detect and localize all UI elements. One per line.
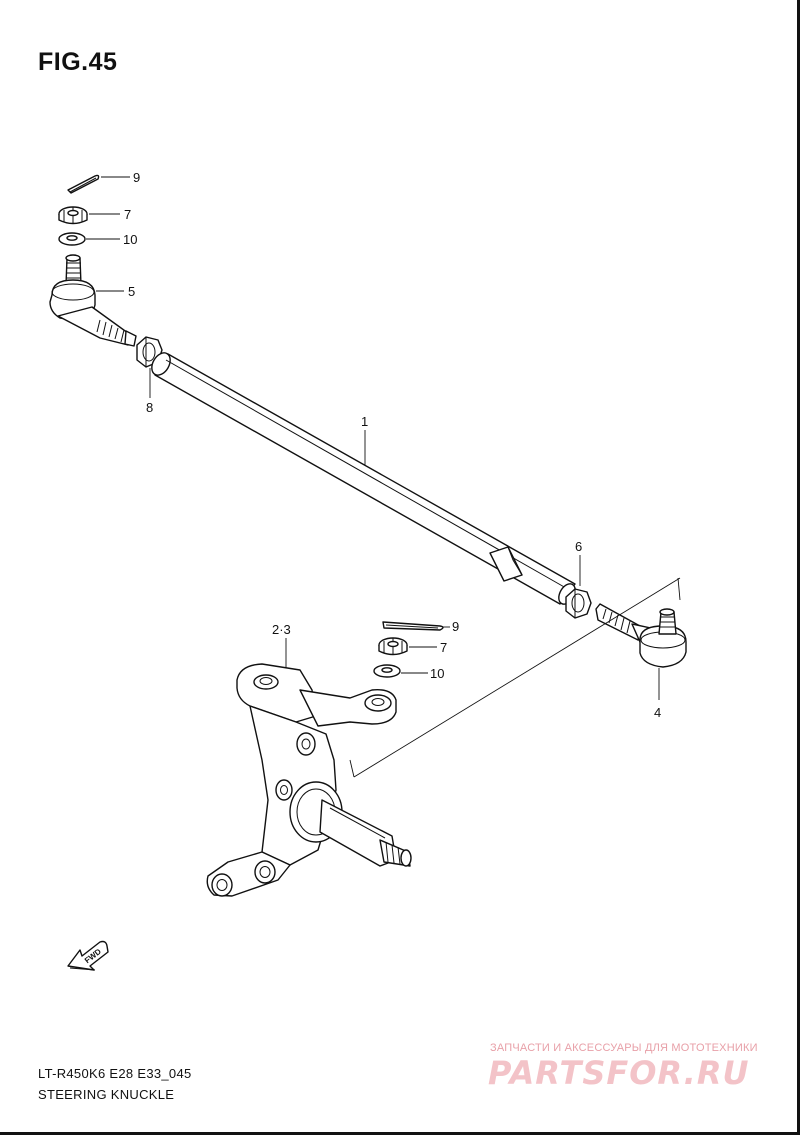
callout-8: 8 <box>146 400 153 415</box>
callout-7-upper: 7 <box>124 207 131 222</box>
callout-5: 5 <box>128 284 135 299</box>
callout-4: 4 <box>654 705 661 720</box>
callout-9-lower: 9 <box>452 619 459 634</box>
callout-1: 1 <box>361 414 368 429</box>
fwd-arrow-icon: FWD <box>67 940 109 971</box>
footer-section-title: STEERING KNUCKLE <box>38 1087 175 1102</box>
footer-model-code: LT-R450K6 E28 E33_045 <box>38 1066 192 1081</box>
tie-rod-end-right <box>595 603 687 668</box>
washer-upper <box>58 232 86 246</box>
tie-rod-end-left <box>49 254 137 347</box>
callout-6: 6 <box>575 539 582 554</box>
callout-9-upper: 9 <box>133 170 140 185</box>
watermark-tagline: ЗАПЧАСТИ И АКСЕССУАРЫ ДЛЯ МОТОТЕХНИКИ <box>490 1042 758 1054</box>
cotter-pin-lower <box>382 621 444 631</box>
tie-rod-tube <box>151 352 576 605</box>
cotter-pin-upper <box>67 174 100 194</box>
lock-nut-right <box>565 588 592 619</box>
castle-nut-upper <box>58 206 88 225</box>
watermark-logo: PARTSFOR.RU <box>488 1054 750 1092</box>
callout-7-lower: 7 <box>440 640 447 655</box>
figure-title: FIG.45 <box>38 48 118 76</box>
callout-10-lower: 10 <box>430 666 444 681</box>
callout-2-3: 2·3 <box>272 622 291 637</box>
steering-knuckle <box>206 663 412 897</box>
callout-10-upper: 10 <box>123 232 137 247</box>
castle-nut-lower <box>378 637 408 656</box>
washer-lower <box>373 664 401 678</box>
